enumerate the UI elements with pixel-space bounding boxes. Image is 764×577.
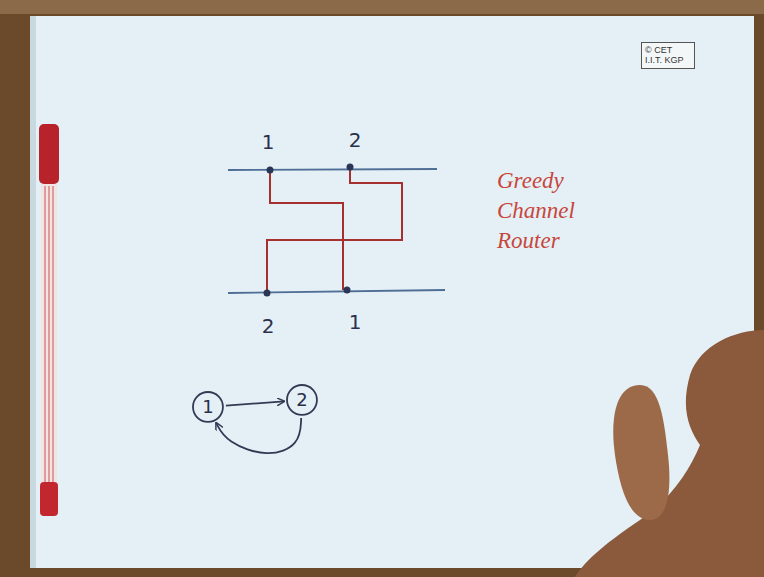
frame-top (0, 0, 764, 14)
pen-cap (39, 124, 59, 184)
channel-top-line (228, 169, 437, 170)
pin-number: 1 (262, 130, 275, 154)
net-2-wire (267, 167, 402, 293)
graph-node-circle: 2 (286, 384, 318, 416)
pen-end (40, 482, 58, 516)
pin (264, 290, 271, 297)
circle-outline (287, 385, 317, 415)
pin-number: 2 (262, 314, 275, 338)
pen-stripes (45, 186, 53, 482)
pin (347, 164, 354, 171)
circle-outline (193, 392, 223, 422)
graph-edge (226, 401, 284, 405)
pen-body (41, 184, 57, 484)
net-1-wire (270, 170, 343, 290)
pin (267, 167, 274, 174)
pin-number: 2 (349, 128, 362, 152)
watermark: © CET I.I.T. KGP (641, 42, 695, 69)
paper-edge (30, 16, 36, 568)
node-number: 1 (202, 396, 213, 417)
channel-bottom-line (228, 290, 445, 293)
paper-sheet (30, 16, 754, 568)
thumb (613, 385, 669, 520)
pin (344, 287, 351, 294)
hand (575, 330, 764, 577)
pin-number: 1 (349, 310, 362, 334)
graph-node-circle: 1 (192, 391, 224, 423)
node-number: 2 (296, 389, 307, 410)
graph-edge (216, 418, 301, 453)
title-note: Greedy Channel Router (497, 166, 575, 256)
